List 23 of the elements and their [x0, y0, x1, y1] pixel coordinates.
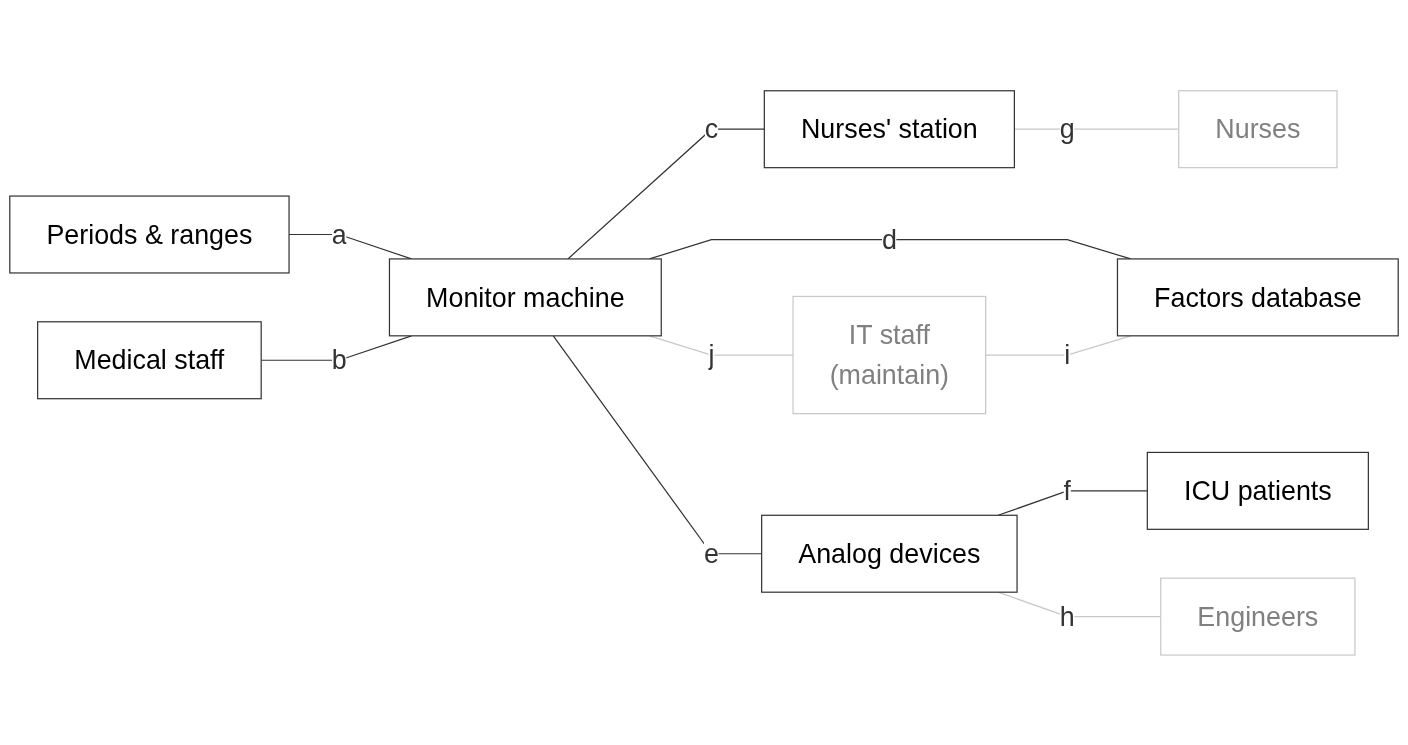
connector [567, 128, 765, 260]
node-box: Analog devices [761, 514, 1018, 593]
node-box: Nurses' station [763, 89, 1015, 168]
node-box: Factors database [1116, 257, 1399, 337]
edge-label: d [881, 224, 897, 255]
node-box: ICU patients [1146, 451, 1369, 530]
edge-label: h [1059, 600, 1075, 632]
connector [985, 334, 1132, 356]
edge-label: e [703, 538, 719, 569]
edge-label: b [331, 344, 347, 376]
node-box: Engineers [1160, 577, 1356, 656]
edge-label: a [331, 218, 347, 250]
node-box: Nurses [1178, 89, 1338, 168]
edge-label: i [1064, 339, 1071, 370]
edge-label: j [708, 339, 715, 370]
node-box: IT staff (maintain) [792, 295, 987, 414]
node-box: Periods & ranges [9, 195, 290, 274]
edge-label: g [1059, 113, 1075, 145]
node-box: Monitor machine [388, 257, 662, 337]
edge-label: f [1063, 475, 1071, 506]
node-box: Medical staff [37, 320, 262, 399]
connector [648, 334, 794, 356]
edge-label: c [704, 113, 719, 145]
